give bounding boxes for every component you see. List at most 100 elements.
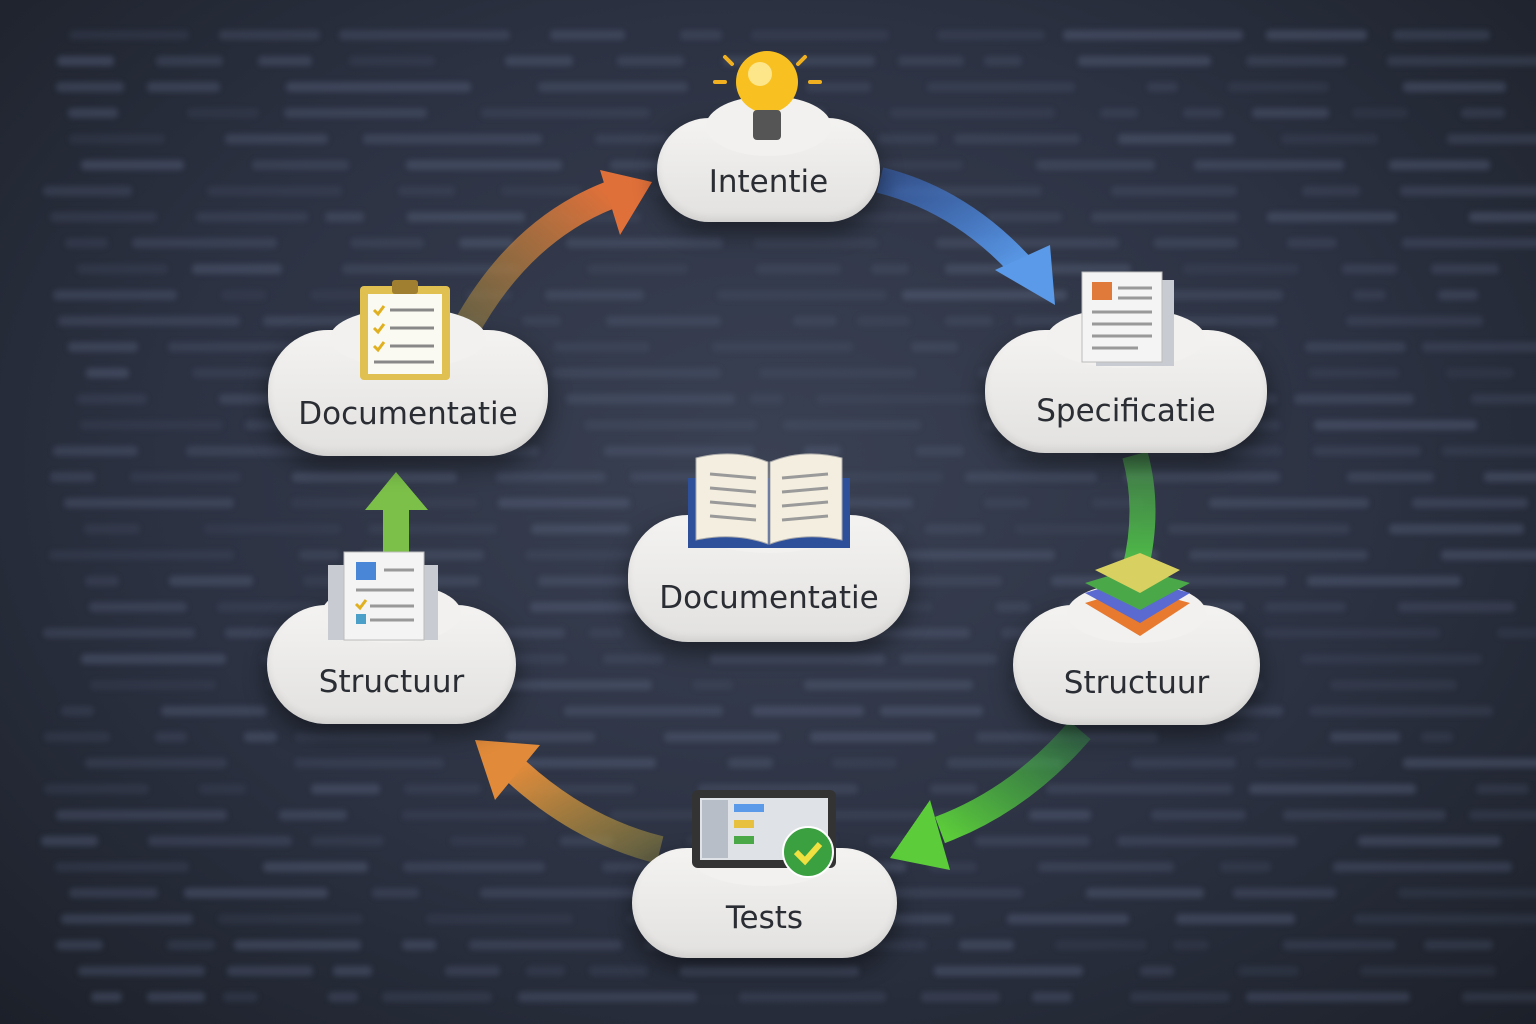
code-line [752,706,864,716]
code-line [1246,992,1410,1002]
code-line [902,290,1067,300]
code-line [1462,992,1536,1002]
code-line [1077,56,1212,66]
code-line [44,732,110,742]
code-line [286,82,472,92]
code-line [52,446,138,456]
code-line [930,784,978,794]
code-line [1313,446,1422,456]
code-line [995,602,1030,612]
code-line [844,576,1003,586]
code-line [1228,82,1329,92]
code-line [283,108,427,118]
code-line [856,316,910,326]
code-line [403,784,481,794]
code-line [217,602,319,612]
code-line [716,290,887,300]
code-line [147,992,205,1002]
code-line [1445,368,1514,378]
code-line [294,758,444,768]
code-line [1143,576,1286,586]
code-line [926,82,1075,92]
code-line [900,654,997,664]
code-line [397,186,455,196]
code-line [1283,940,1396,950]
code-line [782,420,921,430]
code-line [339,30,511,40]
code-line [402,576,481,586]
code-line [1468,212,1536,222]
code-line [1263,628,1440,638]
code-line [80,654,227,664]
code-line [739,992,886,1002]
code-line [1123,472,1280,482]
code-line [155,56,224,66]
code-line [199,784,247,794]
code-line [1398,888,1536,898]
code-line [295,732,433,742]
code-line [89,602,187,612]
code-line [328,992,359,1002]
code-line [863,628,970,638]
code-line [1139,966,1174,976]
code-line [1483,472,1536,482]
code-line [494,628,566,638]
code-line [1168,524,1350,534]
code-line [445,966,501,976]
code-line [692,680,734,690]
code-line [68,134,166,144]
code-line [89,680,216,690]
code-line [498,498,631,508]
center-label: Documentatie [659,580,879,616]
node-label: Structuur [318,664,465,700]
code-line [728,758,773,768]
code-line [588,628,624,638]
code-line [80,160,185,170]
code-line [458,238,515,248]
code-line [401,810,549,820]
code-line [1314,420,1477,430]
code-line [1287,238,1337,248]
code-line [1354,914,1536,924]
code-line [915,446,965,456]
code-line [1245,56,1346,66]
code-line [169,576,254,586]
code-line [469,680,652,690]
code-line [944,316,993,326]
arrow-documentatie-intentie [452,170,652,337]
code-line [1342,264,1398,274]
code-line [1402,758,1536,768]
code-line [604,446,754,456]
code-line [602,654,665,664]
code-line [332,966,373,976]
code-line [898,56,964,66]
code-line [1283,810,1446,820]
code-line [526,966,566,976]
code-line [1330,732,1400,742]
code-line [835,472,943,482]
code-line [362,134,542,144]
code-line [54,862,189,872]
code-line [566,238,723,248]
code-line [1387,56,1536,66]
code-line [975,836,1090,846]
code-line [754,238,878,248]
code-line [1423,940,1493,950]
code-line [1147,82,1179,92]
code-line [263,316,403,326]
code-line [1007,914,1129,924]
code-line [60,706,94,716]
code-line [55,810,227,820]
code-line [382,992,492,1002]
code-line [868,862,907,872]
code-line [1306,576,1462,586]
code-line [1233,888,1337,898]
code-line [1347,472,1435,482]
code-line [310,836,385,846]
code-line [1151,810,1247,820]
code-line [750,394,783,404]
code-line [78,966,206,976]
code-line [252,160,349,170]
code-line [1092,498,1144,508]
code-line [565,394,735,404]
